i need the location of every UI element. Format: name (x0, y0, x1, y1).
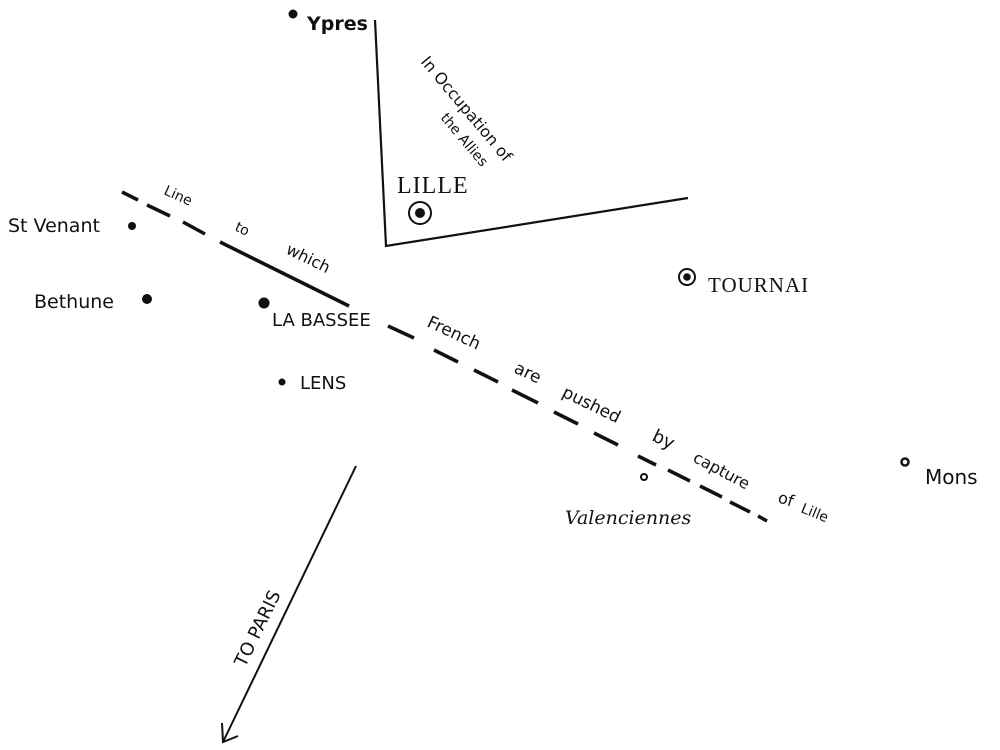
front-line-dash (473, 368, 499, 384)
town-marker-la-bassee (258, 297, 270, 309)
front-line-dash (433, 348, 459, 364)
town-tournai: TOURNAI (678, 268, 809, 297)
town-label-lille: LILLE (397, 173, 469, 199)
caption-word: which (283, 240, 333, 278)
front-line-dash (667, 468, 691, 483)
caption-word: Line (161, 183, 194, 209)
town-label-ypres: Ypres (306, 13, 368, 35)
caption-word: to (232, 219, 252, 240)
town-marker-bethune (142, 294, 152, 304)
town-label-bethune: Bethune (34, 291, 114, 313)
town-lille: LILLE (397, 173, 469, 225)
caption-word: are (511, 358, 544, 388)
front-line-dash (146, 203, 171, 218)
front-line-caption: Line to which French are pushed by captu… (161, 183, 830, 526)
front-line-dash (757, 514, 768, 523)
front-line-dash (387, 324, 415, 340)
town-label-la-bassee: LA BASSEE (272, 310, 371, 331)
front-line-dash (699, 484, 723, 499)
front-line-dash (637, 454, 657, 467)
occupation-zone-boundary (373, 19, 689, 248)
front-line-dash (182, 220, 206, 236)
town-bethune: Bethune (34, 291, 152, 313)
town-marker-st-venant (128, 222, 136, 230)
front-line-dash (553, 410, 579, 426)
front-line-solid-segment (219, 240, 350, 308)
front-line-dash (729, 500, 751, 514)
town-marker-ypres (288, 9, 298, 19)
town-marker-tournai (683, 273, 691, 281)
caption-word: capture (690, 448, 753, 494)
town-marker-lens (278, 378, 286, 386)
caption-word: French (424, 312, 484, 354)
caption-word: of (776, 488, 797, 511)
town-lens: LENS (278, 373, 346, 394)
town-label-st-venant: St Venant (8, 215, 100, 237)
town-marker-tournai-ring (678, 268, 696, 286)
front-line-dash (593, 431, 619, 447)
town-ypres: Ypres (288, 9, 368, 35)
town-label-mons: Mons (925, 465, 978, 489)
caption-word: Lille (799, 501, 831, 526)
town-marker-valenciennes (640, 473, 648, 481)
caption-word: by (649, 426, 678, 455)
town-label-tournai: TOURNAI (708, 273, 809, 297)
town-label-valenciennes: Valenciennes (565, 507, 692, 529)
town-marker-lille-ring (408, 201, 432, 225)
town-valenciennes: Valenciennes (565, 473, 692, 529)
town-mons: Mons (900, 457, 978, 489)
town-la-bassee: LA BASSEE (258, 297, 371, 331)
to-paris-arrow: TO PARIS (221, 465, 357, 744)
arrow-head-icon (221, 722, 239, 744)
town-marker-mons (900, 457, 910, 467)
front-line (121, 190, 768, 523)
arrow-shaft (222, 465, 357, 743)
town-label-lens: LENS (300, 373, 346, 394)
front-line-dash (121, 190, 139, 202)
town-marker-lille (415, 208, 425, 218)
front-line-dash (511, 388, 539, 405)
town-st-venant: St Venant (8, 215, 136, 237)
